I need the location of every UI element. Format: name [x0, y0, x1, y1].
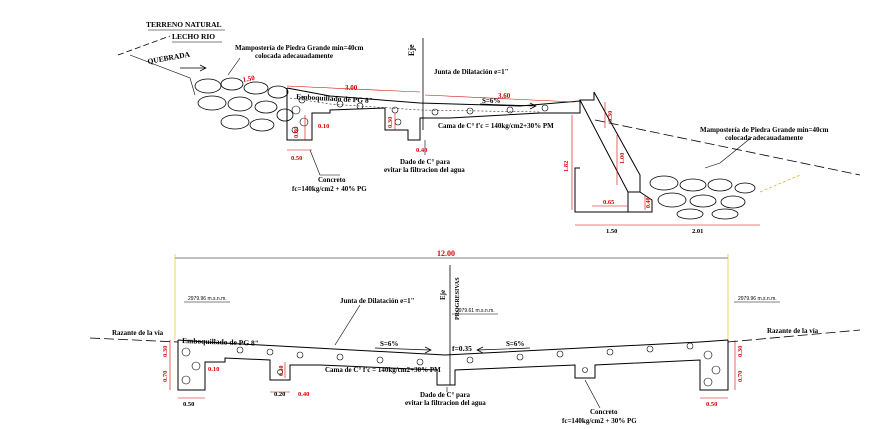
mamposteria-right-line1: Mampostería de Piedra Grande min=40cm — [700, 126, 829, 134]
progresivas-label: PROGRESIVAS — [455, 277, 461, 320]
dim-top-2-01: 2.01 — [692, 228, 703, 235]
elev-left-label: 2979.96 m.s.n.m. — [188, 296, 227, 302]
slope-arrow-right — [476, 346, 531, 354]
terrain-line-right — [594, 119, 861, 176]
slope-left-label: S=6% — [380, 340, 398, 348]
right-bank-yellow — [759, 174, 801, 193]
dim-top-0-80: 0.80 — [293, 127, 300, 138]
mamposteria-left-leader — [227, 57, 241, 76]
section-outline — [177, 340, 729, 391]
dim-top-0-10: 0.10 — [318, 123, 329, 130]
emboquillado-label-top: Emboquillado de PG 8" — [296, 92, 373, 105]
terreno-natural-label: TERRENO NATURAL — [146, 20, 222, 29]
dim-top-1-50: 1.50 — [242, 74, 256, 84]
stones-bottom — [181, 342, 721, 387]
junta-label-bottom: Junta de Dilatación e=1" — [340, 297, 415, 305]
elev-right-label: 2979.96 m.s.n.m. — [738, 296, 777, 302]
dim-bottom-0-40: 0.40 — [298, 391, 309, 398]
dim-bottom-0-50-right: 0.50 — [706, 401, 717, 408]
mamposteria-left-line2: colocada adecauadamente — [255, 52, 333, 60]
quebrada-label: QUEBRADA — [147, 50, 191, 66]
eje-label-bottom: Eje — [439, 290, 447, 300]
rasante-line-left — [89, 337, 179, 343]
dim-top-0-65: 0.65 — [603, 199, 615, 206]
dim-top-1-00: 1.00 — [619, 153, 626, 164]
stones-left — [194, 77, 294, 132]
concreto-leader-bottom — [584, 379, 601, 409]
dim-top-3-00: 3.00 — [345, 84, 358, 92]
f-value-label: f=0.35 — [452, 344, 472, 353]
dim-top-1-82: 1.82 — [563, 161, 570, 172]
dim-top-0-30b: 0.30 — [607, 111, 614, 122]
junta-label-top: Junta de Dilatación e=1" — [434, 68, 509, 76]
emboquillado-label-bottom: Emboquillado de PG 8" — [182, 336, 259, 348]
dim-bottom-0-30-center: 0.30 — [279, 366, 285, 377]
dim-top-0-50: 0.50 — [291, 155, 302, 162]
top-dimension-lines — [286, 85, 760, 226]
terrain-line-left — [117, 35, 171, 56]
dim-top-0-40: 0.40 — [416, 147, 427, 154]
slope-arrow-left — [374, 346, 432, 354]
dim-bottom-0-70-right: 0.70 — [737, 371, 744, 382]
right-wall-inner — [593, 91, 641, 193]
total-dim-label: 12.00 — [437, 249, 455, 258]
right-wall — [574, 99, 629, 213]
bottom-section: 12.00 — [89, 249, 861, 425]
stones-emboquillado — [291, 96, 549, 134]
dado-label-bottom-2: evitar la filtracion del agua — [405, 399, 486, 407]
dado-label-top-1: Dado de C° para — [400, 158, 451, 166]
rasante-left-label: Razante de la vía — [112, 329, 164, 337]
dim-bottom-0-30-right: 0.30 — [737, 346, 744, 357]
concreto-leader-top — [309, 149, 340, 176]
cama-label-bottom: Cama de C° f'c = 140kg/cm2+30% PM — [325, 366, 441, 374]
dim-bottom-0-10: 0.10 — [208, 366, 219, 373]
quebrada-arrow — [180, 64, 207, 72]
dim-top-1-50b: 1.50 — [606, 228, 617, 235]
concreto-label-top-2: fc=140kg/cm2 + 40% PG — [292, 185, 367, 193]
mamposteria-right-leader — [704, 136, 753, 169]
concreto-label-bottom-2: fc=140kg/cm2 + 30% PG — [562, 417, 637, 425]
concreto-label-top-1: Concreto — [318, 176, 346, 184]
mamposteria-left-line1: Mampostería de Piedra Grande min=40cm — [235, 44, 364, 52]
dim-top-0-30: 0.30 — [387, 117, 394, 128]
cama-label-top: Cama de C° f'c = 140kg/cm2+30% PM — [438, 122, 554, 130]
dim-bottom-0-20: 0.20 — [274, 391, 285, 398]
dado-label-top-2: evitar la filtracion del agua — [384, 166, 465, 174]
junta-leader-bottom — [334, 304, 361, 346]
dim-bottom-0-70-left: 0.70 — [162, 371, 169, 382]
concreto-label-bottom-1: Concreto — [590, 408, 618, 416]
stones-right — [649, 175, 756, 220]
slope-right-label: S=6% — [506, 340, 524, 348]
lecho-rio-label: LECHO RIO — [172, 32, 215, 41]
slope-arrow-top — [479, 102, 537, 110]
dado-label-bottom-1: Dado de C° para — [420, 391, 471, 399]
river-bank — [129, 54, 196, 96]
bottom-dimension-lines — [169, 340, 736, 399]
dim-top-0-40b: 0.40 — [646, 198, 652, 209]
channel-bottom-fill — [289, 97, 541, 113]
channel-surface — [286, 87, 581, 107]
dim-bottom-0-30-left: 0.30 — [162, 346, 169, 357]
mamposteria-right-line2: colocada adecauadamente — [725, 134, 803, 142]
section-surface — [177, 339, 729, 356]
slope-label-top: S=6% — [482, 97, 500, 105]
dim-bottom-0-50-left: 0.50 — [183, 401, 194, 408]
dim-top-3-60: 3.60 — [498, 92, 511, 100]
elev-center-label: 2979.61 m.s.n.m. — [456, 308, 495, 314]
channel-outline-top — [286, 88, 595, 141]
right-footing — [628, 191, 653, 213]
eje-label-top: Eje — [407, 44, 416, 56]
rasante-line-right — [727, 329, 861, 343]
top-section: TERRENO NATURAL LECHO RIO QUEBRADA Mampo… — [117, 20, 861, 235]
rasante-right-label: Razante de la vía — [767, 327, 819, 335]
